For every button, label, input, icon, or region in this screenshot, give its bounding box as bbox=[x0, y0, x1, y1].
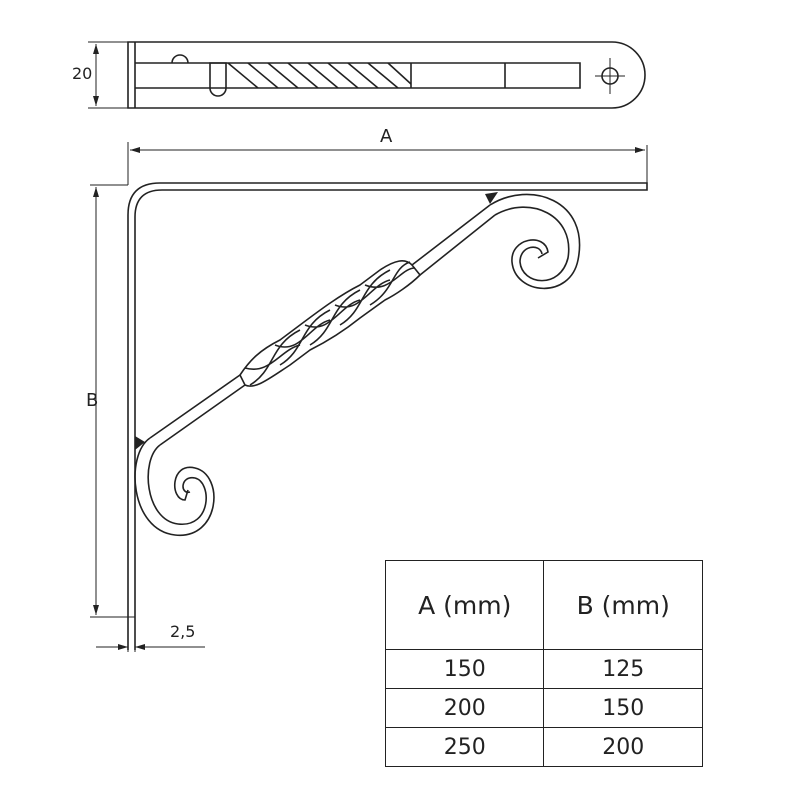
cell-a: 200 bbox=[384, 688, 545, 728]
header-a: A (mm) bbox=[384, 560, 545, 650]
cell-a: 150 bbox=[384, 649, 545, 689]
cell-a: 250 bbox=[384, 727, 545, 767]
header-b: B (mm) bbox=[543, 560, 703, 650]
dimension-thickness bbox=[96, 620, 205, 652]
table-row: 200 150 bbox=[384, 688, 703, 728]
dimension-b bbox=[90, 184, 135, 618]
dimension-a bbox=[127, 142, 648, 185]
table-header-row: A (mm) B (mm) bbox=[384, 560, 703, 650]
top-view bbox=[88, 41, 646, 109]
dimension-width-label: 20 bbox=[72, 64, 93, 83]
side-view bbox=[127, 182, 648, 650]
table-row: 150 125 bbox=[384, 649, 703, 689]
cell-b: 125 bbox=[543, 649, 703, 689]
size-table: A (mm) B (mm) 150 125 200 150 250 200 bbox=[384, 560, 703, 767]
table-row: 250 200 bbox=[384, 727, 703, 767]
dimension-a-label: A bbox=[380, 126, 393, 147]
dimension-b-label: B bbox=[86, 390, 99, 411]
dimension-thickness-label: 2,5 bbox=[170, 622, 196, 641]
cell-b: 150 bbox=[543, 688, 703, 728]
cell-b: 200 bbox=[543, 727, 703, 767]
